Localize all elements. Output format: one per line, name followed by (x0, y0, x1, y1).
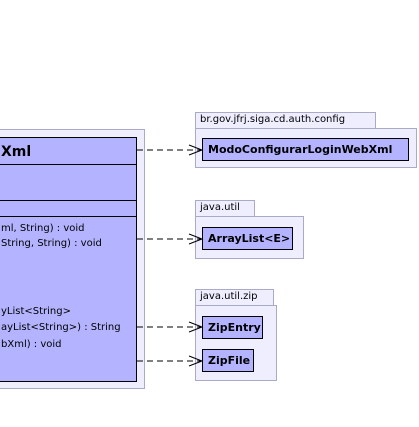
method-3: yList<String> (1, 306, 71, 317)
name-separator (0, 164, 136, 165)
main-class-name: Xml (1, 144, 32, 160)
method-5: bXml) : void (1, 339, 62, 350)
main-class-box[interactable]: Xml ml, String) : void String, String) :… (0, 137, 137, 382)
methods-separator (0, 216, 136, 217)
package-tab-java-util: java.util (195, 200, 255, 217)
method-4: ayList<String>) : String (1, 322, 121, 333)
class-zipfile[interactable]: ZipFile (202, 349, 254, 372)
arrowhead-zipfile (188, 355, 204, 367)
class-arraylist[interactable]: ArrayList<E> (202, 227, 293, 250)
arrowhead-config (188, 144, 204, 156)
attributes-separator (0, 200, 136, 201)
package-tab-java-util-zip: java.util.zip (195, 289, 274, 306)
arrowhead-arraylist (188, 233, 204, 245)
method-1: ml, String) : void (1, 223, 85, 234)
class-modo-configurar-login-web-xml[interactable]: ModoConfigurarLoginWebXml (202, 138, 409, 161)
arrowhead-zipentry (188, 321, 204, 333)
class-zipentry[interactable]: ZipEntry (202, 316, 263, 339)
method-2: String, String) : void (1, 238, 102, 249)
package-tab-auth-config: br.gov.jfrj.siga.cd.auth.config (195, 112, 376, 129)
